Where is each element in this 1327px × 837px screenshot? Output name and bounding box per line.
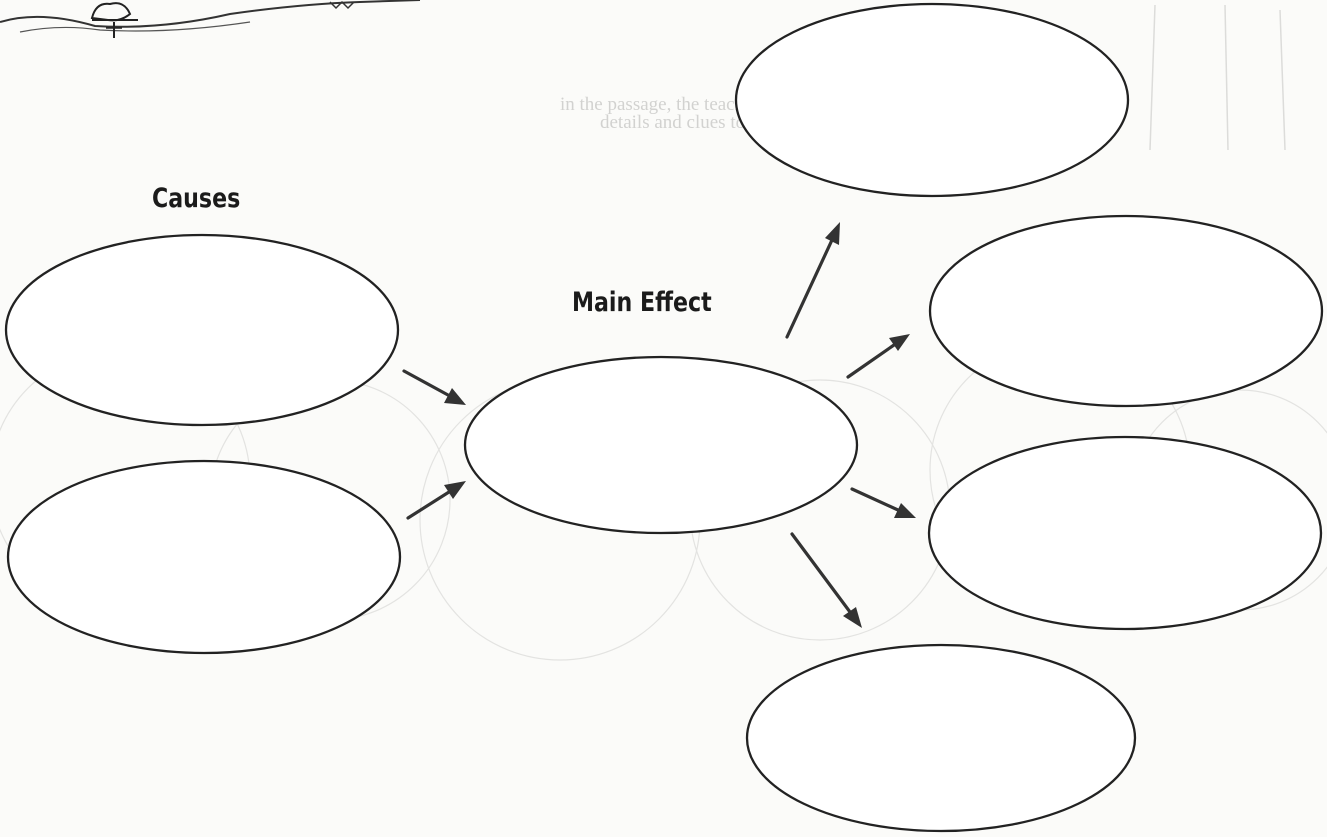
main-effect-box[interactable] xyxy=(463,355,859,535)
arrow-cause-2-to-main xyxy=(406,481,466,520)
corner-illustration xyxy=(0,0,421,38)
arrow-main-to-effect-4 xyxy=(790,532,862,628)
cause-box-2[interactable] xyxy=(6,459,402,655)
arrow-main-to-effect-2 xyxy=(846,334,910,379)
effect-box-4[interactable] xyxy=(745,643,1137,833)
arrow-main-to-effect-1 xyxy=(785,222,840,339)
arrow-main-to-effect-3 xyxy=(850,487,916,518)
effect-box-3[interactable] xyxy=(927,435,1323,631)
causes-heading: Causes xyxy=(152,182,240,214)
effect-box-2[interactable] xyxy=(928,214,1324,408)
main-effect-heading: Main Effect xyxy=(572,286,712,318)
effect-box-1[interactable] xyxy=(734,2,1130,198)
arrow-cause-1-to-main xyxy=(402,369,466,405)
cause-box-1[interactable] xyxy=(4,233,400,427)
